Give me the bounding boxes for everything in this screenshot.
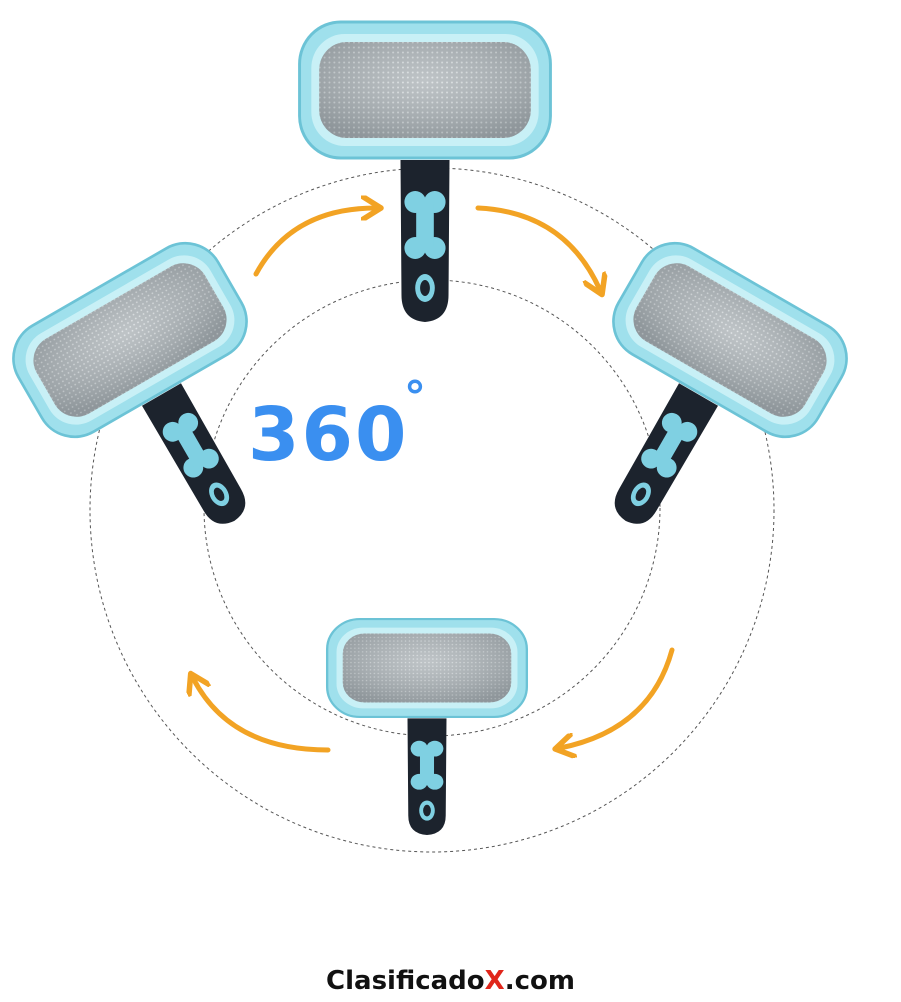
slicker-brush-right bbox=[524, 228, 862, 580]
arrow-top-right bbox=[475, 205, 600, 290]
slicker-brush-bottom bbox=[325, 617, 529, 837]
rotation-degrees-label: 360 bbox=[248, 392, 409, 478]
watermark: ClasificadoX.com bbox=[0, 966, 901, 996]
arrow-bottom-left bbox=[193, 678, 331, 753]
degree-symbol: ° bbox=[404, 372, 426, 423]
rotation-arrows bbox=[193, 205, 675, 753]
arrow-top-left bbox=[253, 208, 376, 277]
watermark-suffix: .com bbox=[504, 966, 575, 996]
arrow-bottom-right bbox=[560, 647, 675, 748]
slicker-brush-top bbox=[298, 20, 552, 324]
watermark-prefix: Clasificado bbox=[326, 966, 485, 996]
watermark-x: X bbox=[484, 966, 505, 996]
